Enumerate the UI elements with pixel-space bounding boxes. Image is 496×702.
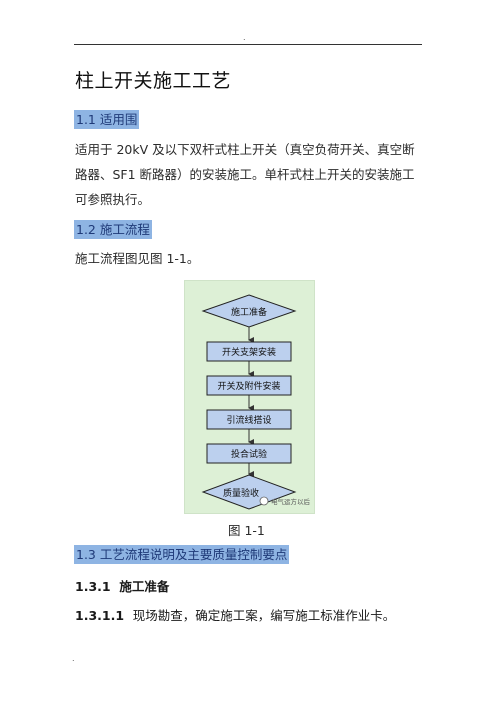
flow-step-test-shape [206, 443, 292, 464]
flow-step-switch-label: 开关及附件安装 [217, 380, 280, 392]
flowchart-svg: 施工准备 开关支架安装 开关及附件安装 引流线搭设 投合试验 质量验收 电气运方… [201, 294, 311, 510]
subsection-1-3-1-1-text: 现场勘查，确定施工案，编写施工标准作业卡。 [132, 608, 396, 623]
subsection-1-3-1-1: 1.3.1.1 现场勘查，确定施工案，编写施工标准作业卡。 [75, 605, 395, 624]
subsection-1-3-1-number: 1.3.1 [75, 579, 111, 594]
section-1-1-heading: 1.1 适用围 [74, 110, 140, 129]
document-title: 柱上开关施工工艺 [75, 70, 232, 92]
flow-step-acceptance-shape [201, 474, 297, 510]
footer-mark: . [72, 654, 75, 663]
section-1-2-text: 施工流程图见图 1-1。 [75, 251, 200, 266]
flow-step-leadwire-label: 引流线搭设 [226, 414, 271, 426]
flow-step-prepare-label: 施工准备 [231, 306, 267, 318]
watermark-logo-icon [259, 496, 269, 506]
header-mark: . [243, 33, 246, 42]
flow-step-bracket-shape [206, 341, 292, 362]
subsection-1-3-1-label: 施工准备 [119, 579, 170, 594]
subsection-1-3-1-1-number: 1.3.1.1 [75, 608, 125, 623]
subsection-1-3-1: 1.3.1 施工准备 [75, 576, 169, 595]
flow-step-switch-shape [206, 375, 292, 396]
flow-step-acceptance-label: 质量验收 [223, 487, 259, 499]
section-1-1-text: 适用于 20kV 及以下双杆式柱上开关（真空负荷开关、真空断路器、SF1 断路器… [75, 142, 415, 207]
flow-step-leadwire-shape [206, 409, 292, 430]
flowchart-watermark: 电气运方以后 [271, 497, 311, 506]
flow-step-prepare-shape [201, 294, 297, 328]
section-1-3-heading: 1.3 工艺流程说明及主要质量控制要点 [74, 545, 290, 564]
section-1-2-heading: 1.2 施工流程 [74, 220, 152, 239]
flow-step-test-label: 投合试验 [231, 448, 267, 460]
flowchart-figure: 施工准备 开关支架安装 开关及附件安装 引流线搭设 投合试验 质量验收 电气运方… [184, 280, 315, 514]
figure-caption: 图 1-1 [228, 523, 265, 538]
flow-step-bracket-label: 开关支架安装 [222, 346, 276, 358]
header-rule [74, 44, 422, 45]
